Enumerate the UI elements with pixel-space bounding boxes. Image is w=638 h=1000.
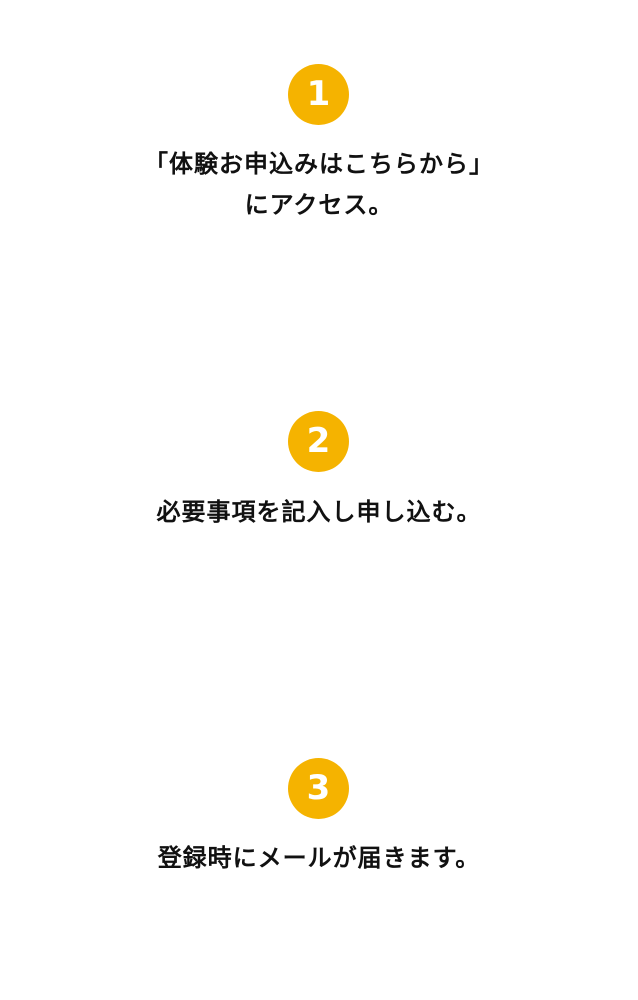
step-number-badge: 3 <box>288 758 349 819</box>
step-description-line: 登録時にメールが届きます。 <box>157 844 481 872</box>
step-description-line: にアクセス。 <box>244 191 394 219</box>
step-number-badge: 1 <box>288 64 349 125</box>
step-description-line: 「体験お申込みはこちらから」 <box>144 150 494 178</box>
step-description-line: 必要事項を記入し申し込む。 <box>156 498 482 526</box>
step-number-badge: 2 <box>288 411 349 472</box>
